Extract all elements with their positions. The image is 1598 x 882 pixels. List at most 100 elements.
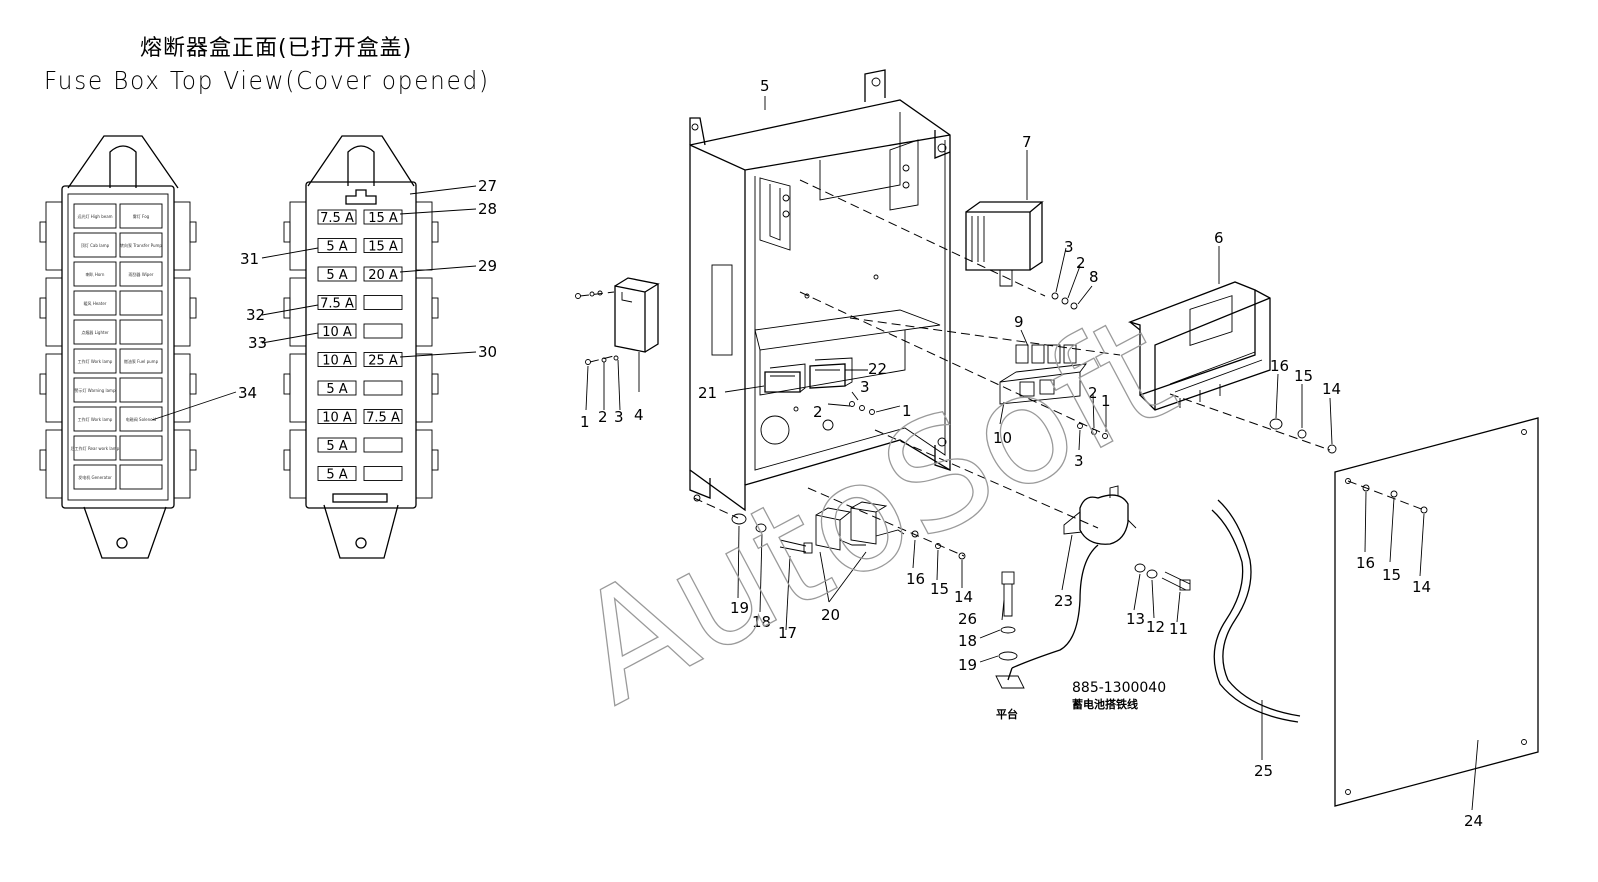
callout-19: 19 — [730, 599, 749, 617]
legend-cell — [119, 435, 163, 461]
fuse-slot — [363, 238, 403, 253]
legend-cell — [119, 232, 163, 258]
legend-cell — [119, 319, 163, 345]
legend-cell — [73, 348, 117, 374]
fuse-slot — [317, 323, 357, 339]
fuse-slot — [317, 238, 357, 253]
legend-cell — [73, 232, 117, 258]
assembly-callouts: 1 2 3 4 5 6 7 8 9 10 11 12 13 14 15 16 1… — [580, 77, 1483, 830]
callout-5: 5 — [760, 77, 770, 95]
legend-cell — [73, 290, 117, 316]
callout-32: 32 — [246, 306, 265, 324]
legend-cell — [73, 464, 117, 490]
svg-text:1: 1 — [902, 402, 912, 420]
fuse-rating: 15 A — [368, 240, 398, 255]
legend-cell — [73, 435, 117, 461]
callout-7: 7 — [1022, 133, 1032, 151]
callout-1: 1 — [580, 413, 590, 431]
legend-cell-label: 雾灯 Fog — [133, 213, 150, 219]
svg-text:14: 14 — [954, 588, 973, 606]
callout-3: 3 — [614, 408, 624, 426]
callout-30: 30 — [478, 343, 497, 361]
fuse-slot — [363, 409, 403, 424]
legend-cell — [119, 290, 163, 316]
legend-cell-label: 暖风 Heater — [84, 300, 107, 306]
callout-27: 27 — [478, 177, 497, 195]
callout-11: 11 — [1169, 620, 1188, 638]
callout-4: 4 — [634, 406, 644, 424]
legend-cell-label: 电磁阀 Solenoid — [126, 416, 157, 422]
legend-cell — [119, 348, 163, 374]
fuse-slot — [363, 323, 403, 339]
fuse-slot — [363, 266, 403, 282]
fuse-slot — [317, 409, 357, 424]
callout-9: 9 — [1014, 313, 1024, 331]
fuse-slot — [363, 209, 403, 225]
legend-cell — [119, 261, 163, 287]
fuse-puller-icon — [345, 189, 377, 205]
svg-text:1: 1 — [1101, 392, 1111, 410]
svg-text:2: 2 — [1088, 384, 1098, 402]
fuse-slot — [317, 466, 357, 481]
fuse-rating: 5 A — [326, 268, 347, 283]
fuse-rating: 10 A — [322, 411, 352, 426]
callout-17: 17 — [778, 624, 797, 642]
fuse-slot — [317, 380, 357, 396]
fuse-rating: 10 A — [322, 354, 352, 369]
callout-15: 15 — [1294, 367, 1313, 385]
callout-21: 21 — [698, 384, 717, 402]
legend-cell — [73, 377, 117, 403]
fuse-slot — [317, 295, 357, 310]
fuse-panel-callouts: 27 28 29 30 31 32 33 34 — [151, 177, 497, 421]
legend-cell — [119, 464, 163, 490]
legend-cell-label: 喇叭 Horn — [86, 271, 105, 277]
callout-23: 23 — [1054, 592, 1073, 610]
legend-cell — [73, 261, 117, 287]
legend-cell — [119, 377, 163, 403]
legend-cell-label: 工作灯 Work lamp — [78, 416, 113, 422]
cable-part-number: 885-1300040 — [1072, 680, 1166, 696]
svg-text:15: 15 — [1382, 566, 1401, 584]
fuse-slot — [317, 352, 357, 367]
fuse-slot — [363, 352, 403, 367]
legend-cell — [119, 203, 163, 229]
diagram-title-english: Fuse Box Top View(Cover opened) — [44, 66, 490, 95]
svg-text:3: 3 — [1074, 452, 1084, 470]
callout-2: 2 — [598, 408, 608, 426]
fuse-slot — [363, 295, 403, 310]
legend-cell-label: 雨刮器 Wiper — [129, 271, 154, 277]
callout-10: 10 — [993, 429, 1012, 447]
legend-cell-label: 远光灯 High beam — [77, 213, 112, 219]
callout-18: 18 — [752, 613, 771, 631]
fuse-rating: 5 A — [326, 240, 347, 255]
fuse-rating: 15 A — [368, 211, 398, 226]
callout-25: 25 — [1254, 762, 1273, 780]
callout-29: 29 — [478, 257, 497, 275]
fuse-slot — [363, 466, 403, 481]
fuse-slot — [317, 209, 357, 225]
legend-cell-label: 燃油泵 Fuel pump — [124, 358, 159, 364]
fuse-rating: 5 A — [326, 382, 347, 397]
svg-text:3: 3 — [860, 378, 870, 396]
callout-12: 12 — [1146, 618, 1165, 636]
legend-cell-label: 警示灯 Warning lamp — [75, 387, 116, 393]
electrical-box-assembly — [575, 69, 1539, 811]
fuse-rating: 25 A — [368, 354, 398, 369]
callout-20: 20 — [821, 606, 840, 624]
fuse-rating: 7.5 A — [320, 211, 354, 226]
svg-text:3: 3 — [1064, 238, 1074, 256]
fuse-rating: 5 A — [326, 468, 347, 483]
svg-text:19: 19 — [958, 656, 977, 674]
callout-8: 8 — [1089, 268, 1099, 286]
fuse-rating: 10 A — [322, 325, 352, 340]
callout-6: 6 — [1214, 229, 1224, 247]
callout-28: 28 — [478, 200, 497, 218]
svg-text:18: 18 — [958, 632, 977, 650]
legend-cell-label: 后工作灯 Rear work lamp — [71, 445, 120, 451]
platform-label: 平台 — [996, 707, 1018, 721]
callout-13: 13 — [1126, 610, 1145, 628]
svg-text:16: 16 — [906, 570, 925, 588]
